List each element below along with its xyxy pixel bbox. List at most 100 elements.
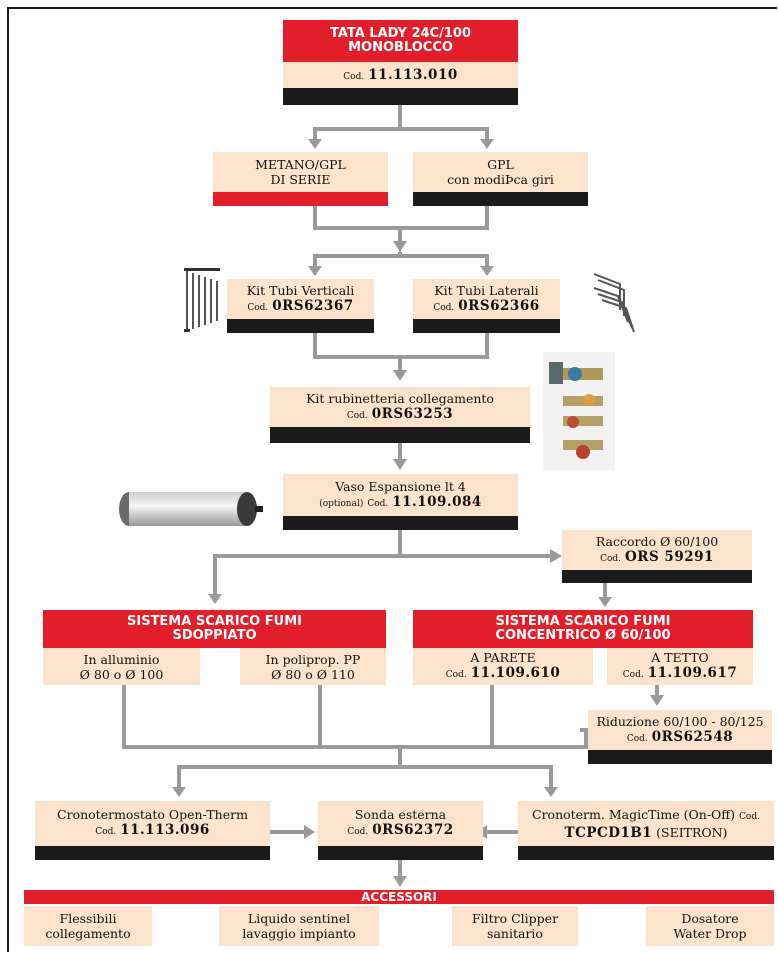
vertical-pipes-image <box>184 268 220 332</box>
item-line1: Liquido sentinel <box>247 911 351 926</box>
sdoppiato-subtitle: SDOPPIATO <box>172 628 257 643</box>
concentrico-header: SISTEMA SCARICO FUMI CONCENTRICO Ø 60/10… <box>413 610 753 648</box>
kit-laterali: Kit Tubi Laterali Cod. 0RS62366 <box>413 279 560 319</box>
crono-open-code: 11.113.096 <box>120 822 210 838</box>
kit-verticali: Kit Tubi Verticali Cod. 0RS62367 <box>227 279 374 319</box>
bar <box>283 88 518 105</box>
crono-magic-code: TCPCD1B1 <box>564 824 653 841</box>
accessorio-clipper: Filtro Clipper sanitario <box>452 906 578 946</box>
kit-code: 0RS62366 <box>458 297 540 314</box>
sdoppiato-header: SISTEMA SCARICO FUMI SDOPPIATO <box>43 610 386 648</box>
item-line2: Water Drop <box>673 926 747 941</box>
raccordo: Raccordo Ø 60/100 Cod. ORS 59291 <box>562 530 752 570</box>
kit-code: 0RS62367 <box>272 297 354 314</box>
expansion-vessel-image <box>119 492 263 526</box>
item-line2: collegamento <box>45 926 131 941</box>
taps-image <box>543 352 615 470</box>
product-code: 11.113.010 <box>368 67 458 83</box>
cod-label: Cod. <box>626 733 648 744</box>
raccordo-code: ORS 59291 <box>625 548 714 565</box>
accessorio-water-drop: Dosatore Water Drop <box>646 906 774 946</box>
optional-label: (optional) <box>319 498 364 509</box>
item-line2: lavaggio impianto <box>242 926 356 941</box>
concentrico-title: SISTEMA SCARICO FUMI <box>495 614 671 629</box>
lateral-pipes-image <box>593 273 635 333</box>
item-line1: Filtro Clipper <box>471 911 559 926</box>
vaso-code: 11.109.084 <box>392 493 482 510</box>
bar <box>270 427 530 443</box>
bar <box>283 516 518 530</box>
vaso-espansione: Vaso Espansione lt 4 (optional) Cod. 11.… <box>283 474 518 516</box>
bar-red <box>213 192 388 206</box>
kit-rubinetteria: Kit rubinetteria collegamento Cod. 0RS63… <box>270 387 530 427</box>
item-line2: Ø 80 o Ø 110 <box>271 666 355 682</box>
cod-label: Cod. <box>739 811 760 822</box>
product-code-row: Cod. 11.113.010 <box>283 62 518 88</box>
product-title: TATA LADY 24C/100 <box>329 26 471 41</box>
rubinetteria-title: Kit rubinetteria collegamento <box>306 390 494 406</box>
item-code: 11.109.617 <box>647 665 738 681</box>
gas-line2: DI SERIE <box>270 172 331 187</box>
sdoppiato-polipropilene: In poliprop. PP Ø 80 o Ø 110 <box>240 648 386 685</box>
accessori-header: ACCESSORI <box>24 890 774 904</box>
bar <box>518 846 774 860</box>
sonda-esterna: Sonda esterna Cod. 0RS62372 <box>318 801 483 846</box>
gas-metano: METANO/GPL DI SERIE <box>213 152 388 192</box>
riduzione: Riduzione 60/100 - 80/125 Cod. 0RS62548 <box>588 710 772 750</box>
product-subtitle: MONOBLOCCO <box>348 40 453 55</box>
sonda-title: Sonda esterna <box>354 807 447 822</box>
rubinetteria-code: 0RS63253 <box>371 405 454 422</box>
bar <box>413 319 560 333</box>
cod-label: Cod. <box>622 670 644 680</box>
cod-label: Cod. <box>346 410 368 421</box>
concentrico-parete: A PARETE Cod. 11.109.610 <box>413 648 593 685</box>
item-line2: sanitario <box>487 926 543 941</box>
concentrico-subtitle: CONCENTRICO Ø 60/100 <box>495 628 671 643</box>
cod-label: Cod. <box>343 72 365 82</box>
item-line1: A TETTO <box>651 650 709 665</box>
cod-label: Cod. <box>433 302 455 313</box>
cod-label: Cod. <box>445 670 467 680</box>
cod-label: Cod. <box>347 827 369 837</box>
riduzione-code: 0RS62548 <box>651 728 734 745</box>
bar <box>318 846 483 860</box>
item-line2: Ø 80 o Ø 100 <box>79 666 164 682</box>
cod-label: Cod. <box>367 498 389 509</box>
product-header: TATA LADY 24C/100 MONOBLOCCO <box>283 20 518 62</box>
gas-line1: METANO/GPL <box>255 157 346 172</box>
crono-open-title: Cronotermostato Open-Therm <box>57 807 248 822</box>
sonda-code: 0RS62372 <box>372 822 454 838</box>
crono-magic-suffix: (SEITRON) <box>656 824 728 840</box>
item-code: 11.109.610 <box>470 665 561 681</box>
item-line1: In poliprop. PP <box>265 651 361 667</box>
kit-title: Kit Tubi Laterali <box>434 282 539 298</box>
item-line1: A PARETE <box>470 650 536 665</box>
kit-title: Kit Tubi Verticali <box>246 282 355 298</box>
sdoppiato-alluminio: In alluminio Ø 80 o Ø 100 <box>43 648 200 685</box>
crono-magictime: Cronoterm. MagicTime (On-Off) Cod. TCPCD… <box>518 801 774 846</box>
item-line1: In alluminio <box>83 651 160 667</box>
item-line1: Dosatore <box>681 911 739 926</box>
cod-label: Cod. <box>95 827 117 837</box>
concentrico-tetto: A TETTO Cod. 11.109.617 <box>607 648 753 685</box>
vaso-title: Vaso Espansione lt 4 <box>335 478 466 494</box>
gas-line2: con modiÞca giri <box>447 172 554 187</box>
sdoppiato-title: SISTEMA SCARICO FUMI <box>127 614 302 629</box>
gas-line1: GPL <box>487 157 514 172</box>
item-line1: Flessibili <box>59 911 117 926</box>
bar <box>35 846 270 860</box>
diagram-frame <box>7 7 777 952</box>
bar <box>413 192 588 206</box>
accessorio-flessibili: Flessibili collegamento <box>24 906 152 946</box>
raccordo-title: Raccordo Ø 60/100 <box>595 533 719 549</box>
bar <box>588 750 772 764</box>
accessorio-sentinel: Liquido sentinel lavaggio impianto <box>219 906 379 946</box>
crono-open-therm: Cronotermostato Open-Therm Cod. 11.113.0… <box>35 801 270 846</box>
crono-magic-title: Cronoterm. MagicTime (On-Off) <box>532 806 736 822</box>
cod-label: Cod. <box>600 553 622 564</box>
cod-label: Cod. <box>247 302 269 313</box>
bar <box>562 570 752 583</box>
gas-gpl: GPL con modiÞca giri <box>413 152 588 192</box>
bar <box>227 319 374 333</box>
